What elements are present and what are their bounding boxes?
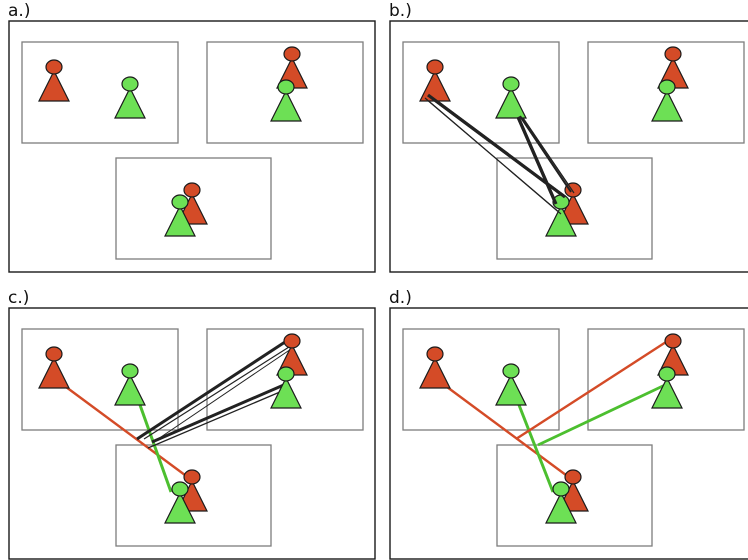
link-green-to-green-bottom <box>517 404 555 493</box>
green-pawn-bottom-head <box>171 481 189 497</box>
panel-frame <box>389 20 748 273</box>
panel-label: c.) <box>8 288 29 308</box>
green-pawn-top-left-body <box>495 373 527 406</box>
green-pawn-bottom-body <box>164 204 196 237</box>
link-red-to-bottom-thick-front <box>427 93 566 199</box>
red-pawn-top-left-head <box>45 346 63 362</box>
link-bottom-to-green-right-thin <box>147 388 288 449</box>
panel-frame <box>389 307 748 560</box>
green-pawn-top-left <box>495 363 527 406</box>
panel-frame <box>8 20 376 273</box>
link-red-to-red-bottom <box>61 383 194 482</box>
green-pawn-top-right-body <box>270 376 302 409</box>
green-pawn-top-left-head <box>121 76 139 92</box>
green-pawn-top-left-head <box>502 76 520 92</box>
panel-label: d.) <box>389 288 412 308</box>
red-pawn-bottom-head <box>564 469 582 485</box>
green-pawn-top-left-head <box>502 363 520 379</box>
green-pawn-bottom <box>164 194 196 237</box>
green-pawn-top-left-body <box>114 86 146 119</box>
panel-d: d.) <box>389 288 748 560</box>
link-green-to-red-bottom-front <box>519 115 572 193</box>
red-pawn-top-left <box>38 59 70 102</box>
green-pawn-top-right-body <box>270 89 302 122</box>
green-pawn-top-right-head <box>658 79 676 95</box>
red-pawn-top-left-body <box>38 356 70 389</box>
panel-b: b.) <box>389 1 748 273</box>
link-red-to-red-bottom <box>442 383 575 482</box>
link-green-to-green-bottom <box>138 404 173 493</box>
panel-label: a.) <box>8 1 30 21</box>
panel-a: a.) <box>8 1 376 273</box>
red-pawn-top-right-head <box>664 333 682 349</box>
panel-label: b.) <box>389 1 412 21</box>
green-pawn-bottom <box>545 481 577 524</box>
red-pawn-top-left-head <box>45 59 63 75</box>
green-pawn-bottom-head <box>171 194 189 210</box>
green-pawn-top-left-head <box>121 363 139 379</box>
green-pawn-bottom-body <box>164 491 196 524</box>
green-pawn-top-left <box>495 76 527 119</box>
green-pawn-top-right-head <box>277 79 295 95</box>
link-green-to-red-bottom-thin-front <box>522 117 575 194</box>
green-pawn-bottom-body <box>545 491 577 524</box>
link-bottom-to-red-right-extra <box>157 346 295 440</box>
link-green-to-bottom-thick-front <box>516 116 558 205</box>
red-pawn-top-left-body <box>419 356 451 389</box>
red-pawn-bottom-head <box>183 469 201 485</box>
green-pawn-top-right-head <box>277 366 295 382</box>
green-pawn-top-left <box>114 76 146 119</box>
red-pawn-top-right-head <box>283 333 301 349</box>
green-pawn-top-right-body <box>651 376 683 409</box>
links <box>442 340 667 493</box>
link-bottom-to-red-right-thin <box>143 346 290 440</box>
red-pawn-top-left-head <box>426 59 444 75</box>
green-pawn-bottom <box>545 194 577 237</box>
link-bottom-to-red-right <box>515 340 667 441</box>
red-pawn-top-right-head <box>664 46 682 62</box>
green-pawn-top-right <box>270 79 302 122</box>
links-front <box>424 93 575 215</box>
green-pawn-top-left-body <box>495 86 527 119</box>
panels: a.) b.) c.) d.) <box>8 1 748 560</box>
green-pawn-top-right <box>651 366 683 409</box>
link-bottom-to-green-right <box>537 383 666 447</box>
green-pawn-top-left-body <box>114 373 146 406</box>
panel-frame <box>8 307 376 560</box>
link-bottom-to-green-right-thick <box>151 382 287 444</box>
green-pawn-bottom-head <box>552 481 570 497</box>
red-pawn-top-left-head <box>426 346 444 362</box>
green-pawn-top-right-body <box>651 89 683 122</box>
green-pawn-top-right-head <box>658 366 676 382</box>
red-pawn-top-left <box>38 346 70 389</box>
link-bottom-to-red-right-thick <box>136 340 286 441</box>
green-pawn-top-right <box>270 366 302 409</box>
links <box>61 340 295 493</box>
green-pawn-top-right <box>651 79 683 122</box>
red-pawn-top-left <box>419 346 451 389</box>
green-pawn-bottom-body <box>545 204 577 237</box>
red-pawn-top-left-body <box>38 69 70 102</box>
link-red-to-bottom-thin-front <box>424 97 562 215</box>
green-pawn-top-left <box>114 363 146 406</box>
red-pawn-bottom-head <box>183 182 201 198</box>
red-pawn-top-right-head <box>283 46 301 62</box>
panel-c: c.) <box>8 288 376 560</box>
green-pawn-bottom <box>164 481 196 524</box>
